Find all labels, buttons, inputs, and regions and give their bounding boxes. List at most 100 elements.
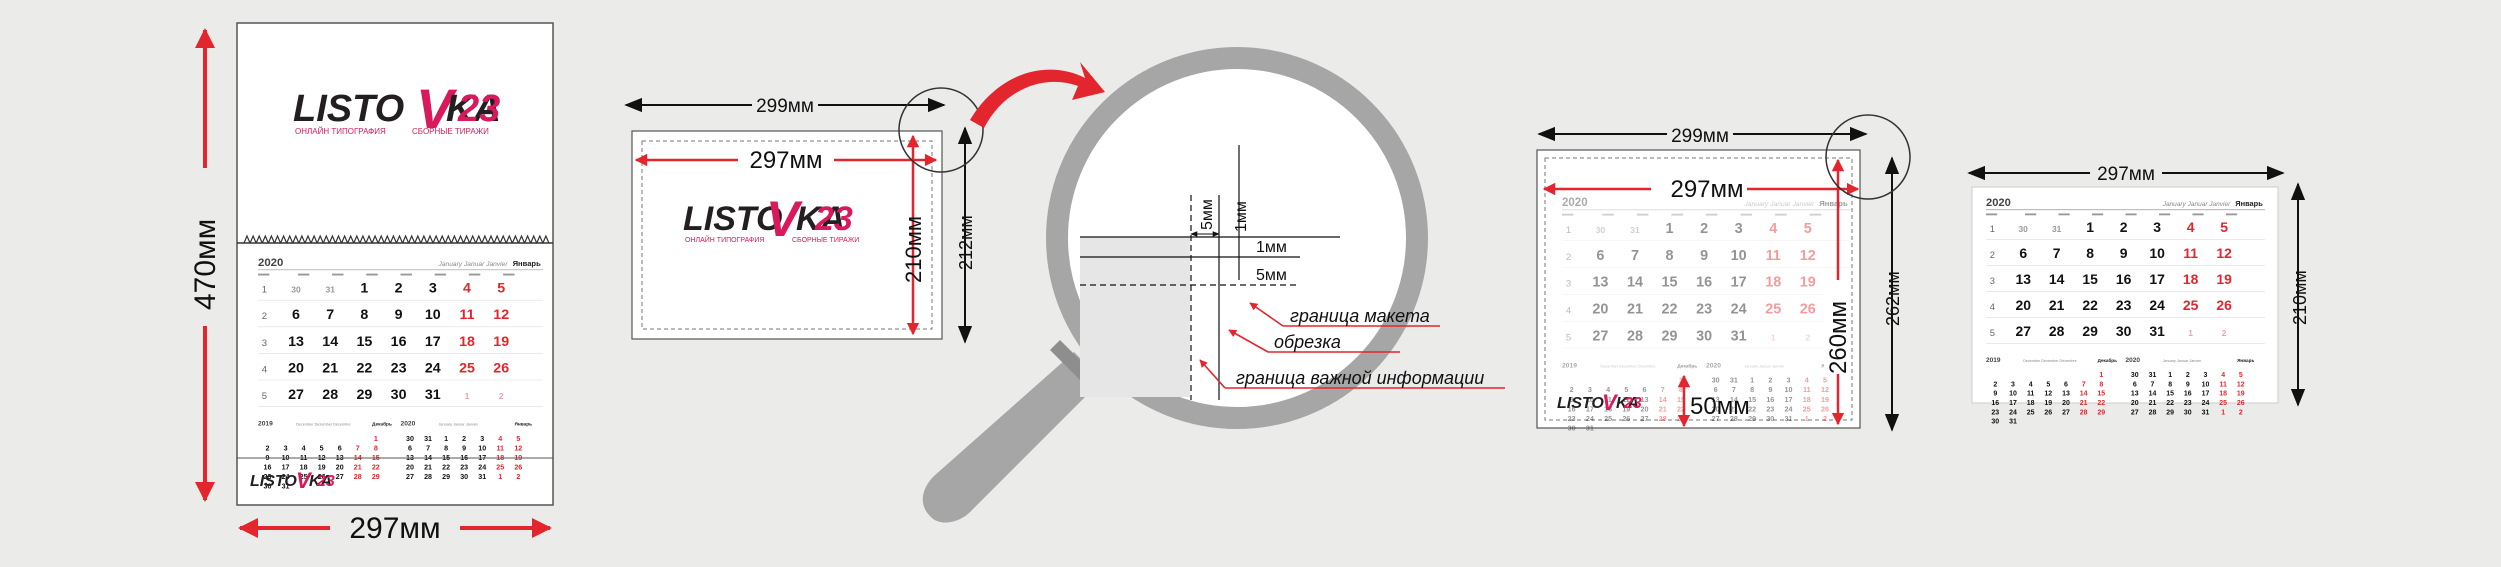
small-calendar-day: 6	[2133, 381, 2137, 388]
calendar-day: 7	[326, 307, 334, 323]
small-calendar-day: 11	[1604, 395, 1612, 404]
calendar-day: 20	[288, 360, 304, 376]
calendar-day: 19	[493, 334, 509, 350]
small-calendar-day: 11	[2219, 381, 2226, 388]
calendar-day: 18	[2183, 271, 2199, 287]
small-calendar-day: 6	[1643, 385, 1647, 394]
logo-word-listo: LISTO	[250, 473, 297, 490]
small-calendar-day: 9	[1993, 391, 1997, 398]
spiral-loop	[280, 234, 288, 244]
small-calendar-day: 31	[2149, 372, 2157, 379]
small-calendar-day: 30	[1712, 376, 1720, 385]
small-calendar-day: 18	[300, 463, 308, 471]
small-calendar-day: 15	[2097, 391, 2105, 398]
small-calendar-day: 11	[1803, 385, 1811, 394]
calendar-day: 4	[1769, 221, 1777, 237]
small-calendar-months-header: January Januar Janvier	[2163, 359, 2202, 363]
week-number: 1	[262, 285, 267, 296]
calendar-day: 6	[292, 307, 300, 323]
calendar-day: 10	[425, 307, 441, 323]
calendar-day: 1	[1771, 332, 1776, 342]
calendar-day: 9	[1700, 248, 1708, 264]
calendar-day: 10	[2149, 245, 2165, 261]
small-calendar-day: 9	[1570, 395, 1574, 404]
small-calendar-day: 6	[408, 444, 412, 452]
small-calendar-day: 3	[284, 444, 288, 452]
small-calendar-day: 28	[354, 473, 362, 481]
inner-height-label: 210мм	[901, 216, 926, 283]
week-number: 4	[262, 364, 267, 375]
small-calendar-year: 2019	[1562, 362, 1577, 369]
logo-number: 23	[457, 88, 500, 130]
spiral-loop	[365, 234, 373, 244]
calendar-day: 3	[2153, 219, 2161, 235]
calendar-day: 26	[1800, 302, 1816, 318]
spiral-loop	[298, 234, 306, 244]
small-calendar-months-header: December Dezember Décembre	[2023, 359, 2077, 363]
spiral-loop	[475, 234, 483, 244]
small-calendar-day: 19	[1622, 404, 1630, 413]
width-label: 297мм	[2097, 164, 2155, 185]
calendar-day: 21	[1627, 302, 1643, 318]
weekday-header	[1775, 213, 1787, 216]
small-calendar-day: 30	[1766, 414, 1774, 423]
calendar-day: 31	[425, 387, 441, 403]
calendar-day: 2	[499, 391, 504, 401]
small-calendar-day: 3	[480, 435, 484, 443]
weekday-header	[1706, 213, 1718, 216]
inner-height-label: 260мм	[1825, 301, 1852, 374]
small-calendar-day: 29	[2166, 409, 2174, 416]
small-calendar-day: 18	[2219, 391, 2227, 398]
small-calendar-day: 21	[1659, 404, 1667, 413]
small-calendar-day: 24	[2009, 409, 2017, 416]
small-calendar-day: 12	[514, 444, 522, 452]
small-calendar-day: 23	[1766, 404, 1774, 413]
calendar-day: 25	[1765, 302, 1781, 318]
small-calendar-day: 26	[318, 473, 326, 481]
small-calendar-day: 8	[2099, 381, 2103, 388]
small-calendar-day: 22	[2166, 400, 2174, 407]
week-number: 3	[1566, 279, 1571, 290]
weekday-header	[1986, 213, 1998, 216]
calendar-day: 29	[356, 387, 372, 403]
calendar-day: 2	[1700, 221, 1708, 237]
week-number: 5	[1566, 332, 1571, 343]
week-number: 5	[1990, 328, 1995, 338]
small-calendar-day: 29	[1748, 414, 1756, 423]
calendar-year: 2020	[1986, 197, 2011, 209]
small-calendar-year: 2019	[258, 421, 273, 428]
calendar-day: 25	[459, 360, 475, 376]
legend-layout-border: граница макета	[1290, 306, 1430, 326]
calendar-bottom-logo: LISTO V KA 23	[250, 468, 335, 493]
calendar-day: 8	[1666, 248, 1674, 264]
spiral-loop	[377, 234, 385, 244]
small-calendar-day: 1	[1805, 414, 1809, 423]
small-calendar-day: 25	[1803, 404, 1811, 413]
small-calendar-day: 8	[1679, 385, 1683, 394]
calendar-day: 12	[2216, 245, 2232, 261]
calendar-day: 7	[1631, 248, 1639, 264]
calendar-day: 24	[425, 360, 441, 376]
small-calendar-day: 16	[1766, 395, 1774, 404]
calendar-month-name: Январь	[1819, 199, 1848, 208]
small-calendar-day: 2	[516, 473, 520, 481]
small-calendar-day: 5	[516, 435, 520, 443]
spiral-loop	[542, 234, 550, 244]
small-calendar-day: 27	[2131, 409, 2139, 416]
calendar-day: 30	[391, 387, 407, 403]
weekday-header	[1809, 213, 1822, 216]
small-calendar-day: 3	[2204, 372, 2208, 379]
small-calendar-day: 14	[1730, 395, 1738, 404]
label-5mm-vertical: 5мм	[1199, 199, 1216, 230]
calendar-day: 30	[291, 285, 301, 295]
small-calendar-day: 1	[498, 473, 502, 481]
week-number: 2	[1990, 250, 1995, 260]
logo-word-listo: LISTO	[1557, 395, 1604, 412]
weekday-header	[2192, 213, 2204, 216]
panel-wall-calendar: LISTO V KA 23 ОНЛАЙН ТИПОГРАФИЯ СБОРНЫЕ …	[189, 22, 554, 546]
calendar-months-header: January Januar Janvier	[2162, 201, 2231, 208]
small-calendar-day: 30	[460, 473, 468, 481]
